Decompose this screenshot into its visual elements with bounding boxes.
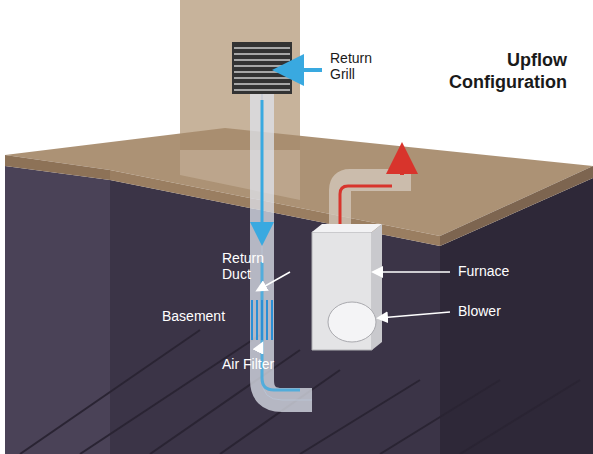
furnace-label: Furnace (458, 263, 509, 279)
blower-label: Blower (458, 303, 501, 319)
grill-label: Return Grill (330, 50, 372, 82)
diagram-title: Upflow Configuration (449, 50, 567, 93)
basement-label: Basement (162, 308, 225, 324)
duct-label: Return Duct (222, 250, 264, 282)
filter-label: Air Filter (222, 356, 274, 372)
